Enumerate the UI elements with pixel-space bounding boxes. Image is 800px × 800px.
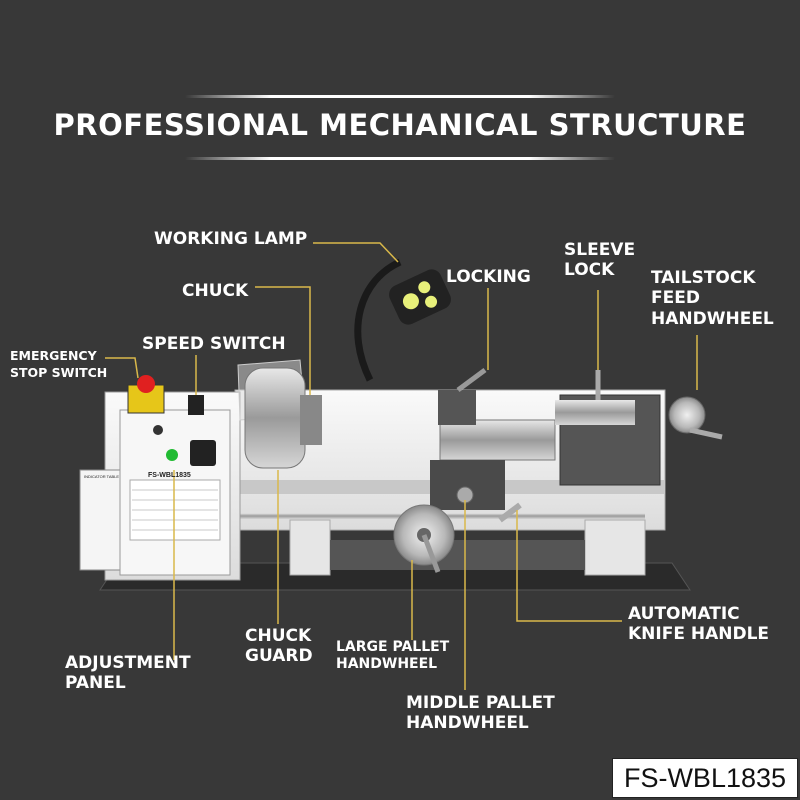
label-large-pallet-line1: LARGE PALLET xyxy=(336,639,450,655)
bed-foot-left xyxy=(289,519,331,576)
locking-lever xyxy=(456,367,487,393)
bed-foot-right xyxy=(584,519,646,576)
panel-dial xyxy=(190,440,216,466)
label-chuck: CHUCK xyxy=(182,281,249,301)
panel-model-text: FS-WBL1835 xyxy=(148,472,191,479)
title-bottom-rule xyxy=(185,157,615,160)
label-large-pallet-handwheel: LARGE PALLET HANDWHEEL xyxy=(336,639,449,673)
leader-lines xyxy=(105,242,698,690)
tailstock-handwheel-shape xyxy=(668,396,706,434)
label-automatic-line2: KNIFE HANDLE xyxy=(628,624,770,645)
label-tailstock-feed-handwheel: TAILSTOCK FEED HANDWHEEL xyxy=(651,268,774,329)
panel-control-1 xyxy=(153,425,163,435)
label-tailstock-line3: HANDWHEEL xyxy=(651,308,774,329)
tool-post xyxy=(438,390,476,425)
label-chuck-guard-line2: GUARD xyxy=(245,646,313,667)
label-working-lamp: WORKING LAMP xyxy=(154,229,308,249)
label-adjustment-line2: PANEL xyxy=(65,673,126,694)
auto-knife-lever xyxy=(498,502,522,523)
label-middle-pallet-line1: MIDDLE PALLET xyxy=(406,693,555,713)
label-emergency-stop-line1: EMERGENCY xyxy=(10,348,97,363)
power-indicator xyxy=(166,449,178,461)
carriage xyxy=(439,419,556,461)
label-speed-switch: SPEED SWITCH xyxy=(142,334,286,354)
indicator-table-text: INDICATOR TABLE xyxy=(84,474,120,479)
label-tailstock-line1: TAILSTOCK xyxy=(651,268,756,288)
lamp-head xyxy=(389,269,451,325)
label-adjustment-panel: ADJUSTMENT PANEL xyxy=(65,653,191,694)
label-automatic-line1: AUTOMATIC xyxy=(628,604,740,624)
emergency-button xyxy=(137,375,155,393)
speed-switch-knob xyxy=(188,395,204,415)
label-automatic-knife-handle: AUTOMATIC KNIFE HANDLE xyxy=(628,604,769,645)
page-title: PROFESSIONAL MECHANICAL STRUCTURE xyxy=(53,108,747,142)
label-large-pallet-line2: HANDWHEEL xyxy=(336,655,438,672)
emergency-housing xyxy=(127,384,165,414)
label-sleeve-lock-line1: SLEEVE xyxy=(564,240,636,260)
label-middle-pallet-line2: HANDWHEEL xyxy=(406,713,529,734)
label-middle-pallet-handwheel: MIDDLE PALLET HANDWHEEL xyxy=(406,693,555,734)
tailstock-quill xyxy=(555,400,635,425)
label-sleeve-lock-line2: LOCK xyxy=(564,260,615,281)
label-emergency-stop-line2: STOP SWITCH xyxy=(10,364,108,380)
chuck-body xyxy=(244,367,306,469)
indicator-plate xyxy=(79,469,126,571)
model-badge: FS-WBL1835 xyxy=(612,758,798,798)
label-adjustment-line1: ADJUSTMENT xyxy=(65,653,191,673)
bed-gap xyxy=(330,540,585,570)
lamp-gooseneck xyxy=(354,258,402,382)
label-sleeve-lock: SLEEVE LOCK xyxy=(564,240,635,281)
chuck-jaws xyxy=(300,395,322,445)
label-locking: LOCKING xyxy=(446,267,531,287)
label-chuck-guard-line1: CHUCK xyxy=(245,626,312,646)
label-emergency-stop: EMERGENCY STOP SWITCH xyxy=(10,348,107,382)
label-chuck-guard: CHUCK GUARD xyxy=(245,626,313,667)
label-tailstock-line2: FEED xyxy=(651,288,700,309)
title-top-rule xyxy=(185,95,615,98)
